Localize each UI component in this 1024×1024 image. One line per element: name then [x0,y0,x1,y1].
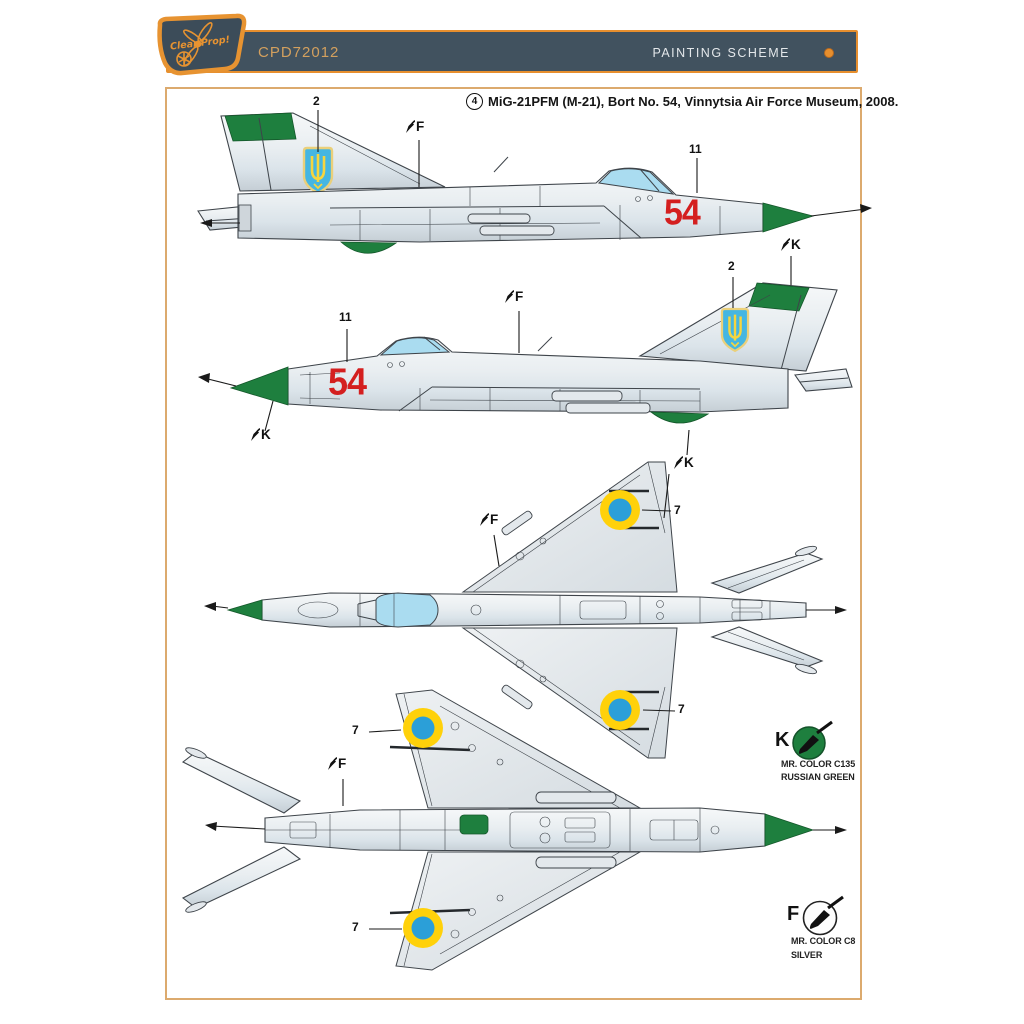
clear-prop-logo [157,13,247,76]
callout-11: 11 [339,310,352,324]
scheme-title: 4 MiG-21PFM (M-21), Bort No. 54, Vinnyts… [466,93,898,110]
callout-paint-k: K [249,428,271,442]
bort-number: 54 [664,193,701,233]
paintbrush-icon [480,513,489,526]
callout-2: 2 [313,94,320,108]
callout-7: 7 [352,723,359,737]
callout-paint-k: K [672,456,694,470]
callout-paint-f: F [503,290,523,304]
paintbrush-icon [674,456,683,469]
canopy [375,592,439,628]
scheme-number-badge: 4 [466,93,483,110]
green-ventral-fin [339,241,398,254]
callout-paint-f: F [404,120,424,134]
legend-k-color-name: RUSSIAN GREEN [781,772,855,782]
callout-7: 7 [352,920,359,934]
legend-f-swatch-icon [802,895,844,936]
legend-f-color-name: SILVER [791,950,823,960]
product-code: CPD72012 [258,44,340,61]
paintbrush-icon [781,238,790,251]
green-radome [229,366,289,406]
ukraine-roundel [600,490,640,530]
callout-2: 2 [728,259,735,273]
callout-7: 7 [674,503,681,517]
ukraine-trident-emblem [720,307,750,353]
green-ventral-fin [649,411,710,424]
green-panel [459,814,489,835]
header-dot-icon [824,48,834,58]
view-top [204,461,847,759]
view-bottom [181,689,847,971]
legend-f-letter: F [787,903,800,925]
ukraine-roundel [600,690,640,730]
callout-paint-k: K [779,238,801,252]
paintbrush-icon [505,290,514,303]
view-right-profile [197,110,872,288]
propeller-icon [176,22,213,67]
ukraine-trident-emblem [302,146,334,195]
callout-7: 7 [678,702,685,716]
legend-k-swatch-icon [792,720,833,760]
legend-k-letter: K [775,729,790,751]
ukraine-roundel [403,708,443,748]
header-bar: CPD72012 PAINTING SCHEME [166,30,858,73]
green-fin-tip [748,282,810,312]
callout-paint-f: F [478,513,498,527]
green-radome [762,202,815,233]
bort-number: 54 [328,359,367,403]
canopy [597,168,675,195]
ukraine-roundel [403,908,443,948]
view-left-profile [198,277,853,456]
paintbrush-icon [251,428,260,441]
scheme-title-text: MiG-21PFM (M-21), Bort No. 54, Vinnytsia… [488,94,899,109]
legend-f-paint: MR. COLOR C8 [791,936,856,946]
green-radome [764,813,815,847]
legend-k-paint: MR. COLOR C135 [781,759,856,769]
paintbrush-icon [406,120,415,133]
green-radome [226,599,263,621]
callout-paint-f: F [326,757,346,771]
callout-11: 11 [689,142,702,156]
page-title: PAINTING SCHEME [652,46,790,60]
paintbrush-icon [328,757,337,770]
canopy [379,337,451,356]
